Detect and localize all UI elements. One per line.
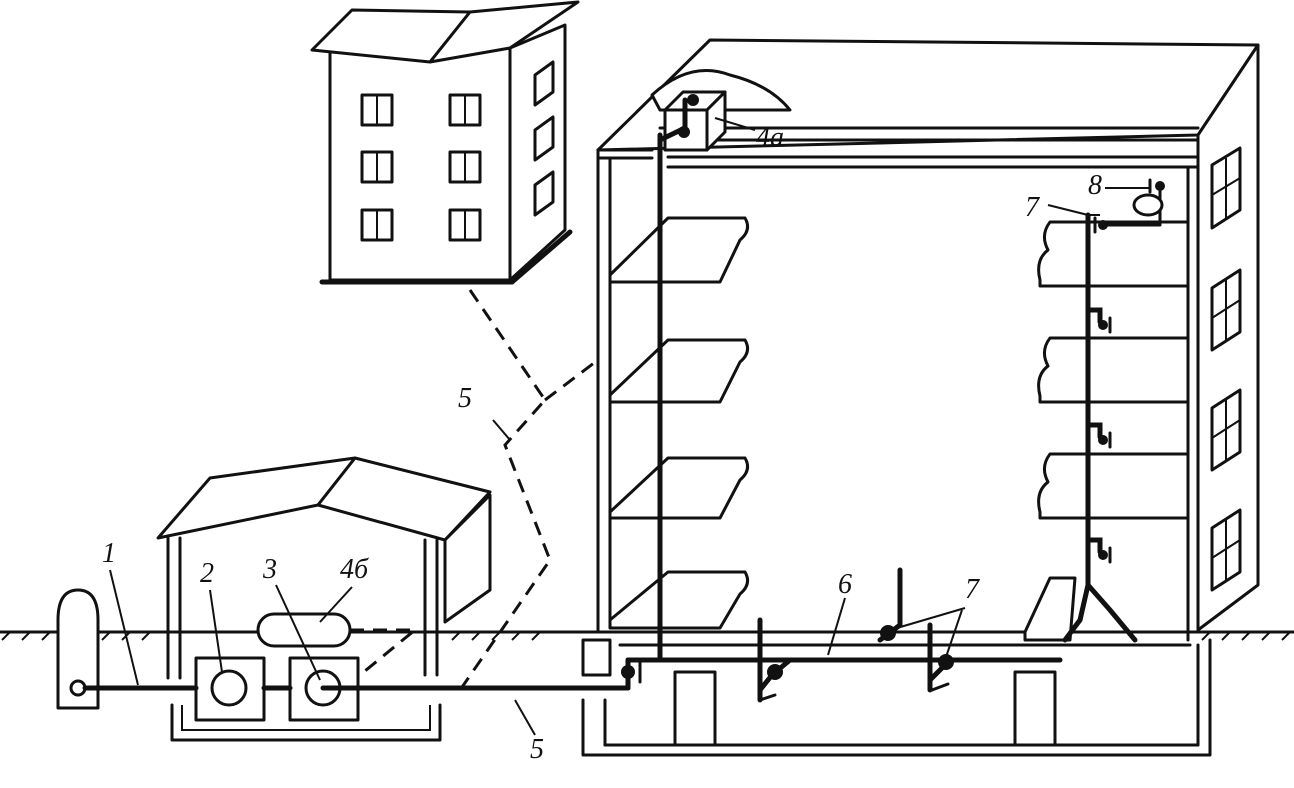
floor-slabs-right	[1023, 220, 1190, 642]
label-4a: 4а	[756, 122, 784, 153]
well	[56, 588, 100, 710]
valves	[621, 94, 954, 703]
distant-building	[310, 0, 580, 285]
labels: 1 2 3 4б 4а 5 5 6 7 7 8	[102, 122, 1102, 765]
dashed-network-lines	[458, 289, 599, 691]
label-8: 8	[1088, 170, 1102, 201]
label-7-top: 7	[1025, 192, 1040, 223]
main-building-windows	[1210, 146, 1242, 592]
label-1: 1	[102, 538, 116, 569]
label-7-right: 7	[965, 574, 980, 605]
pipe-network	[355, 90, 1165, 703]
ground-line	[0, 630, 1294, 641]
label-5-upper: 5	[458, 383, 472, 414]
label-3: 3	[262, 554, 277, 585]
tank-4b	[256, 612, 352, 648]
pump-2	[194, 656, 266, 722]
fire-hydrant-8	[1132, 178, 1165, 217]
label-5-lower: 5	[530, 734, 544, 765]
main-building	[581, 38, 1260, 757]
label-6: 6	[838, 569, 852, 600]
floor-slabs-left	[608, 216, 750, 630]
taps	[1093, 216, 1112, 564]
label-4b: 4б	[340, 554, 369, 585]
pump-station	[56, 456, 492, 742]
label-2: 2	[200, 558, 214, 589]
building-windows	[360, 60, 555, 242]
